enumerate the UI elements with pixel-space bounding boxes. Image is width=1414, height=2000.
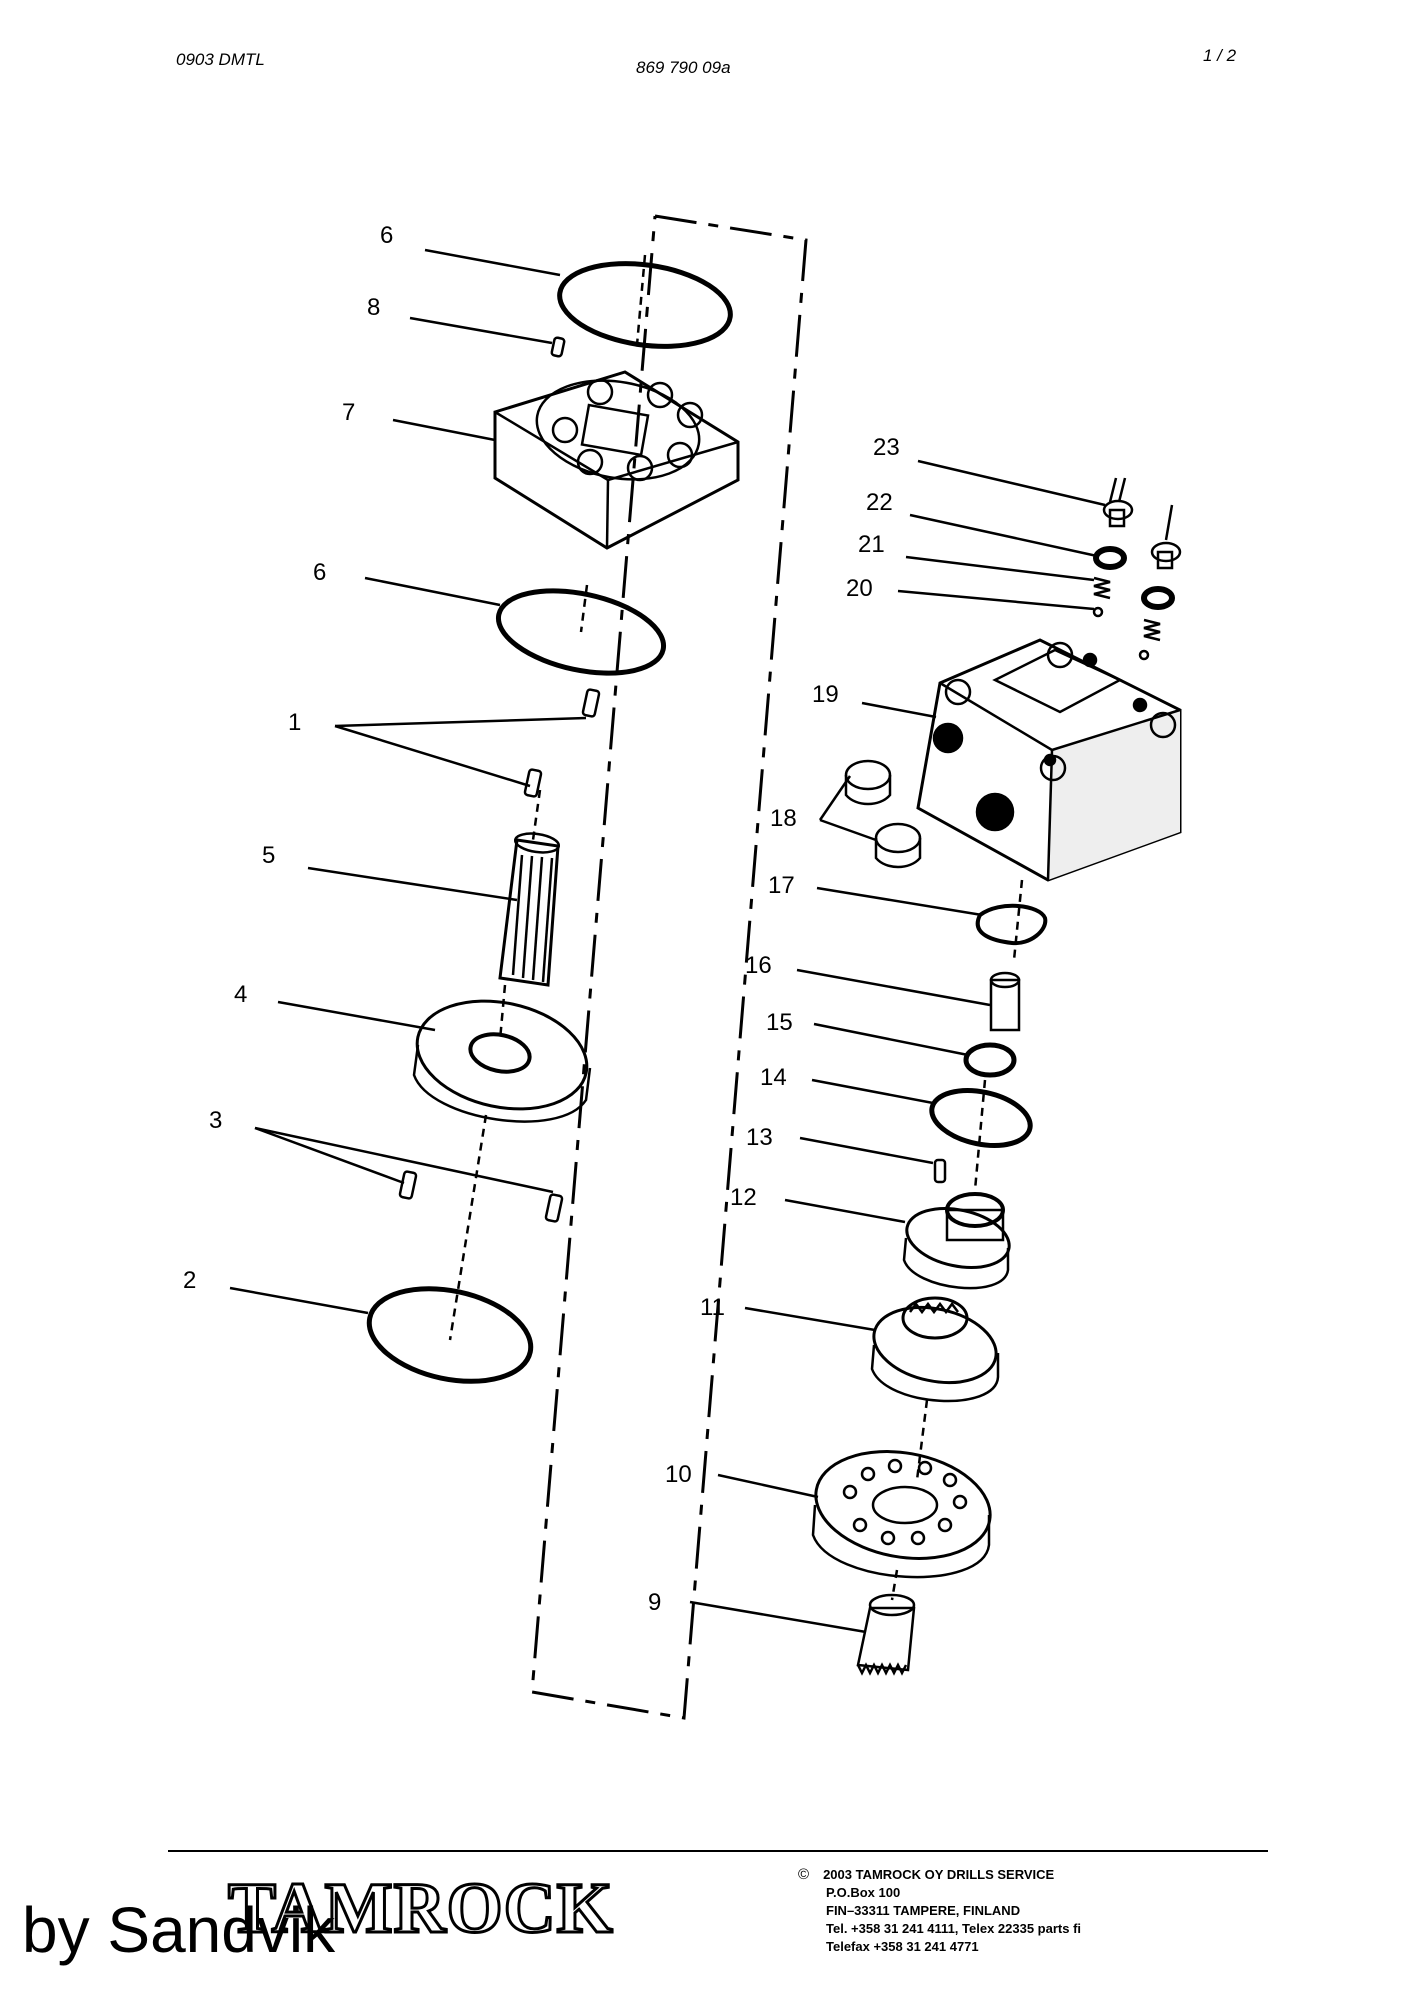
pin-13 [933,1158,947,1184]
callout-22: 22 [866,489,893,516]
valve-housing [916,638,1182,882]
callout-2: 2 [183,1267,196,1294]
callout-20: 20 [846,575,873,602]
page-number: 1 / 2 [1203,46,1237,65]
distributor-plate [493,370,740,550]
copyright-line-5: Telefax +358 31 241 4771 [826,1939,979,1954]
document-code: 0903 DMTL [176,50,265,69]
assembly-boundary [530,214,808,1720]
cardan-shaft [498,789,561,987]
part-number: 869 790 09a [636,58,731,77]
gear-set-11 [870,1296,1000,1403]
callout-15: 15 [766,1009,793,1036]
callout-14: 14 [760,1064,787,1091]
pin-8 [550,336,566,358]
spring-21b [1143,618,1161,642]
copyright-line-4: Tel. +358 31 241 4111, Telex 22335 parts… [826,1921,1082,1936]
o-ring-15 [963,1042,1017,1078]
callout-7: 7 [342,399,355,426]
wear-plate [412,984,592,1123]
seal-17 [975,903,1048,946]
screw-1a [581,688,601,718]
callout-5: 5 [262,842,275,869]
o-ring-14 [929,1088,1033,1148]
callout-3: 3 [209,1107,222,1134]
copyright-block: © 2003 TAMROCK OY DRILLS SERVICE P.O.Box … [798,1866,1081,1956]
plug-23b [1150,541,1182,570]
callout-16: 16 [745,952,772,979]
washer-22a [1093,546,1127,570]
callout-11: 11 [700,1294,725,1321]
plug-23a [1102,499,1134,528]
washer-22b [1141,586,1175,610]
callout-10: 10 [665,1461,692,1488]
callout-12: 12 [730,1184,757,1211]
screw-3b [544,1193,564,1223]
by-sandvik-overlay: by Sandvik [22,1894,336,1966]
callout-21: 21 [858,531,885,558]
rotor-disc-10 [811,1450,992,1579]
screw-3a [398,1170,418,1200]
copyright-line-3: FIN–33311 TAMPERE, FINLAND [826,1903,1021,1918]
screw-1b [523,768,543,798]
callout-13: 13 [746,1124,773,1151]
drive-shaft-9 [856,1593,916,1676]
o-ring-bottom [366,1286,534,1384]
plug-18b [874,822,922,869]
callout-18: 18 [770,805,797,832]
sleeve-16 [989,971,1021,1032]
callout-6-middle: 6 [313,559,326,586]
callout-1: 1 [288,709,301,736]
callout-23: 23 [873,434,900,461]
ball-20b [1138,649,1150,661]
callout-9: 9 [648,1589,661,1616]
callout-4: 4 [234,981,247,1008]
callout-19: 19 [812,681,839,708]
copyright-line-1: 2003 TAMROCK OY DRILLS SERVICE [823,1867,1055,1882]
callout-8: 8 [367,294,380,321]
callout-17: 17 [768,872,795,899]
end-cover-12 [902,1192,1011,1290]
tamrock-logo: TAMROCK [227,1868,615,1948]
callout-6-top: 6 [380,222,393,249]
ball-20a [1092,606,1104,618]
o-ring-middle [495,588,667,676]
copyright-symbol: © [798,1866,810,1883]
plug-18a [844,759,892,806]
copyright-line-2: P.O.Box 100 [826,1885,901,1900]
footer-rule [168,1850,1268,1852]
spring-21a [1093,576,1111,600]
o-ring-top [557,261,733,349]
